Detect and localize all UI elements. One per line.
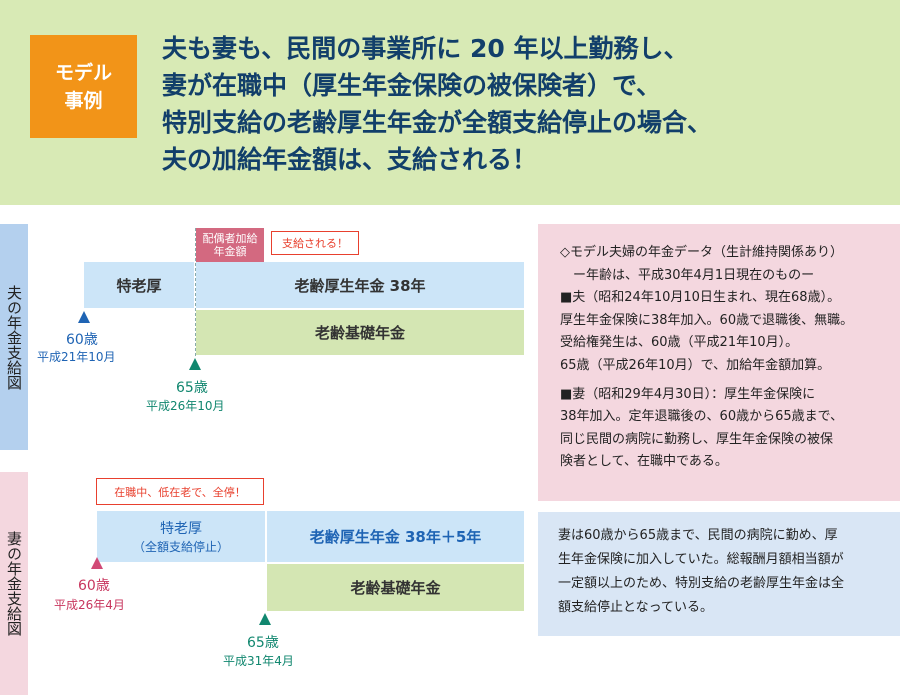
spouse-addition-tag: 配偶者加給 年金額 (196, 228, 264, 262)
info-line: ■夫（昭和24年10月10日生まれ、現在68歳）。 (560, 290, 841, 306)
husband-basic-bar: 老齢基礎年金 (196, 310, 524, 355)
wife-65-marker-icon (259, 613, 271, 625)
wife-date-65: 平成31年4月 (223, 654, 294, 668)
model-couple-info-box: ◇モデル夫婦の年金データ（生計維持関係あり） ー年齢は、平成30年4月1日現在の… (538, 224, 900, 501)
note-line: 額支給停止となっている。 (558, 600, 713, 615)
info-line: 65歳（平成26年10月）で、加給年金額加算。 (560, 357, 831, 373)
headline-line-1: 夫も妻も、民間の事業所に 20 年以上勤務し、 (162, 34, 689, 63)
husband-tokurou-bar: 特老厚 (84, 262, 194, 308)
husband-pension-bar: 老齢厚生年金 38年 (196, 262, 524, 308)
husband-65-marker-icon (189, 358, 201, 370)
info-line: ■妻（昭和29年4月30日）：厚生年金保険に (560, 386, 816, 402)
headline: 夫も妻も、民間の事業所に 20 年以上勤務し、 妻が在職中（厚生年金保険の被保険… (162, 30, 892, 178)
headline-line-4: 夫の加給年金額は、支給される！ (162, 145, 538, 174)
wife-stop-tag: 在職中、低在老で、全停！ (96, 478, 264, 505)
wife-tokurou-sub: （全額支給停止） (132, 540, 229, 554)
husband-tab-label: 夫の年金支給図 (0, 224, 28, 450)
husband-60-marker-icon (78, 311, 90, 323)
husband-age-60: 60歳 (66, 332, 98, 348)
wife-tokurou-bar: 特老厚 （全額支給停止） (97, 511, 265, 562)
wife-date-60: 平成26年4月 (54, 598, 125, 612)
info-line: 受給権発生は、60歳（平成21年10月）。 (560, 335, 799, 351)
info-line: 38年加入。定年退職後の、60歳から65歳まで、 (560, 409, 844, 425)
badge-line-2: 事例 (64, 89, 103, 112)
info-line: 同じ民間の病院に勤務し、厚生年金保険の被保 (560, 431, 834, 447)
husband-date-60: 平成21年10月 (37, 350, 116, 364)
husband-65-divider (195, 228, 196, 356)
wife-note-box: 妻は60歳から65歳まで、民間の病院に勤め、厚 生年金保険に加入していた。総報酬… (538, 512, 900, 636)
model-case-badge: モデル 事例 (30, 35, 137, 138)
note-line: 生年金保険に加入していた。総報酬月額相当額が (558, 552, 844, 567)
wife-age-65: 65歳 (247, 635, 279, 651)
info-line: 厚生年金保険に38年加入。60歳で退職後、無職。 (560, 312, 854, 328)
note-line: 一定額以上のため、特別支給の老齢厚生年金は全 (558, 576, 845, 591)
badge-line-1: モデル (54, 61, 112, 84)
info-line: 険者として、在職中である。 (560, 454, 728, 470)
wife-tab-label: 妻の年金支給図 (0, 472, 28, 695)
husband-age-65: 65歳 (176, 380, 208, 396)
husband-date-65: 平成26年10月 (146, 399, 225, 413)
info-line: ー年齢は、平成30年4月1日現在のものー (560, 267, 815, 283)
headline-line-3: 特別支給の老齢厚生年金が全額支給停止の場合、 (162, 108, 713, 137)
paid-tag: 支給される！ (271, 231, 359, 255)
header-banner: モデル 事例 夫も妻も、民間の事業所に 20 年以上勤務し、 妻が在職中（厚生年… (0, 0, 900, 205)
headline-line-2: 妻が在職中（厚生年金保険の被保険者）で、 (162, 71, 662, 100)
wife-age-60: 60歳 (78, 578, 110, 594)
wife-60-marker-icon (91, 557, 103, 569)
wife-tokurou-label: 特老厚 (160, 521, 202, 537)
info-line: ◇モデル夫婦の年金データ（生計維持関係あり） (560, 245, 843, 260)
note-line: 妻は60歳から65歳まで、民間の病院に勤め、厚 (558, 528, 838, 543)
wife-pension-bar: 老齢厚生年金 38年＋5年 (267, 511, 524, 562)
wife-basic-bar: 老齢基礎年金 (267, 564, 524, 611)
